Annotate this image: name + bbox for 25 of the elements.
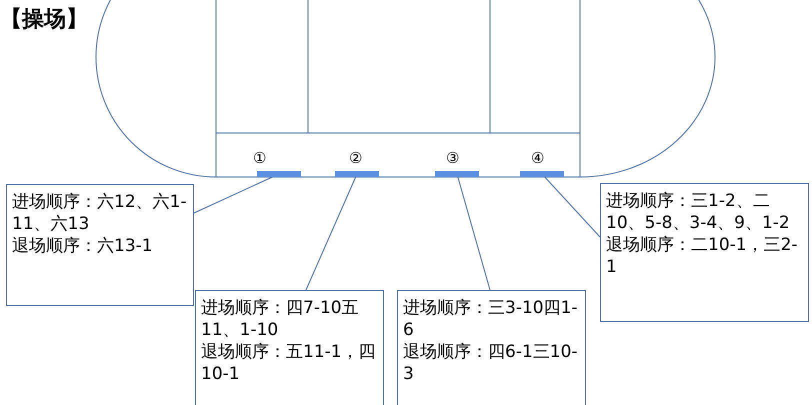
- entrance-bar: [257, 171, 301, 177]
- order-text: 进场顺序：六12、六1-11、六13: [12, 191, 188, 235]
- order-text: 进场顺序：三3-10四1-6: [403, 297, 579, 341]
- title: 【操场】: [0, 6, 88, 34]
- entrance-number: ②: [349, 149, 362, 167]
- entrance-number: ③: [446, 149, 460, 167]
- entrance-number: ④: [531, 149, 544, 167]
- entrance-number: ①: [253, 149, 266, 167]
- leader-line: [544, 176, 600, 238]
- entrance-bar: [435, 171, 479, 177]
- callout-box: [600, 183, 809, 322]
- callout-box: [6, 184, 194, 306]
- callout-box: [397, 290, 586, 405]
- entrance-bar: [520, 171, 564, 177]
- order-text: 退场顺序：二10-1，三2-1: [606, 234, 799, 278]
- order-text: 退场顺序：五11-1，四10-1: [201, 341, 377, 385]
- leader-line: [194, 176, 273, 214]
- order-text: 退场顺序：四6-1三10-3: [403, 341, 579, 385]
- leader-line: [306, 176, 356, 290]
- callout-box: [195, 290, 384, 405]
- order-text: 进场顺序：四7-10五11、1-10: [201, 297, 360, 341]
- order-text: 退场顺序：六13-1: [12, 235, 154, 257]
- leader-line: [457, 176, 490, 290]
- order-text: 进场顺序：三1-2、二10、5-8、3-4、9、1-2: [606, 190, 791, 234]
- entrance-bar: [335, 171, 379, 177]
